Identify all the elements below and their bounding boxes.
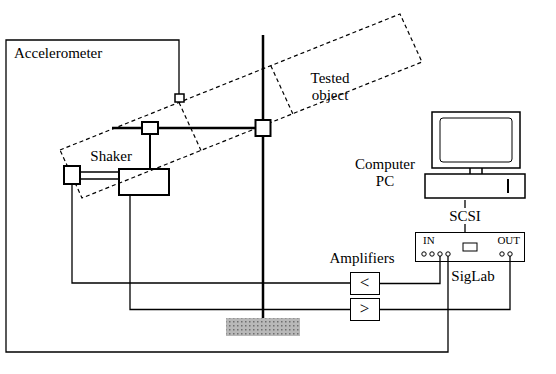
amplifier-box: > [350,298,380,321]
monitor-neck [481,168,483,174]
beam-divider [179,102,201,150]
monitor-screen [440,118,512,162]
monitor-neck [469,168,471,174]
stinger [80,171,118,173]
stand-pole [262,35,265,318]
box-text: < [360,274,370,293]
signal-wire [380,262,510,310]
siglab-pins [422,252,512,256]
box-text: OUT [497,234,520,246]
box-caption: Computer PC [349,156,421,189]
box-caption: Shaker [90,148,132,165]
part-label: Amplifiers [330,250,395,267]
computer-pc: Computer PC [425,112,525,200]
tested-object-outline [60,14,422,198]
box-caption: SigLab [451,268,494,285]
siglab-display [463,243,477,251]
sensor-cable [72,184,350,283]
wire-label: SCSI [447,208,483,225]
beam-divider [271,66,293,114]
drive-slot [507,179,509,193]
shaker-hanger [149,134,151,168]
accelerometer-cable [6,40,448,352]
amplifier-box: < [350,272,380,295]
part-label: Accelerometer [14,45,102,62]
stinger [80,178,118,180]
force-sensor [64,166,80,184]
stand-clamp [256,120,271,136]
signal-wire [130,196,350,310]
rod-clamp [142,122,158,134]
system-unit [425,174,525,198]
box-text: > [360,300,370,319]
stand-rod [112,127,263,130]
siglab-box: INOUTSigLab [415,232,525,262]
accelerometer [175,94,184,102]
stand-base [226,318,300,336]
monitor [432,112,520,168]
shaker-box: Shaker [118,168,170,196]
box-text: IN [423,234,435,246]
part-label: Tested object [299,70,361,103]
